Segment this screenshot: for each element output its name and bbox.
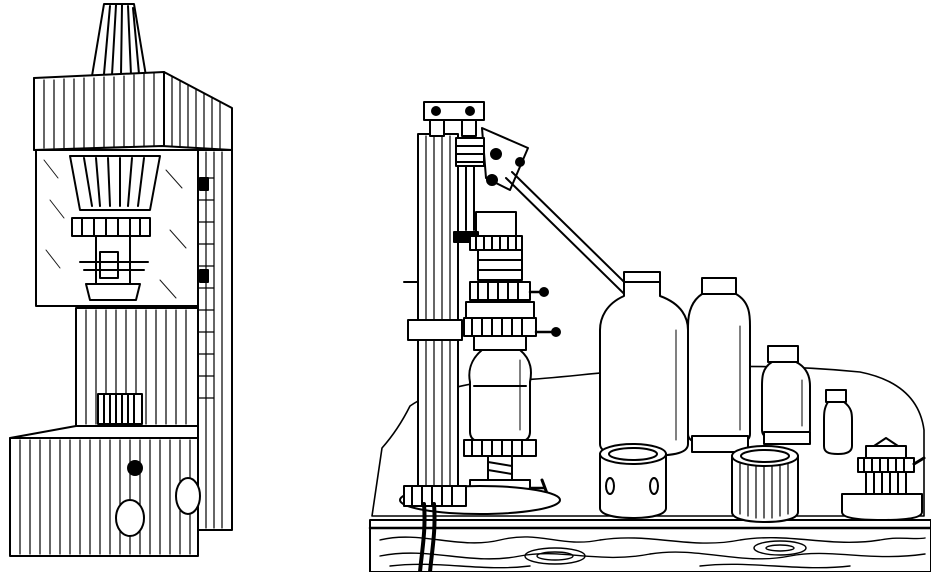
- glass-bottle-large: [599, 271, 689, 457]
- top-cabinet: [33, 71, 233, 151]
- glass-bottle-medium: [687, 277, 751, 453]
- bottle-holder-ring: [731, 445, 799, 523]
- side-column: [197, 149, 233, 531]
- glass-vial-tiny: [823, 389, 853, 455]
- top-cone: [91, 3, 147, 77]
- middle-column: [75, 307, 199, 427]
- wooden-table: [368, 519, 931, 572]
- glass-bottle-small: [761, 345, 811, 445]
- capping-chuck: [841, 437, 926, 521]
- base-housing: [9, 425, 201, 557]
- enclosed-capping-machine: [9, 3, 233, 557]
- bench-capping-press: [399, 101, 732, 572]
- glass-window: [35, 149, 199, 307]
- bottle-holder-open: [599, 443, 667, 519]
